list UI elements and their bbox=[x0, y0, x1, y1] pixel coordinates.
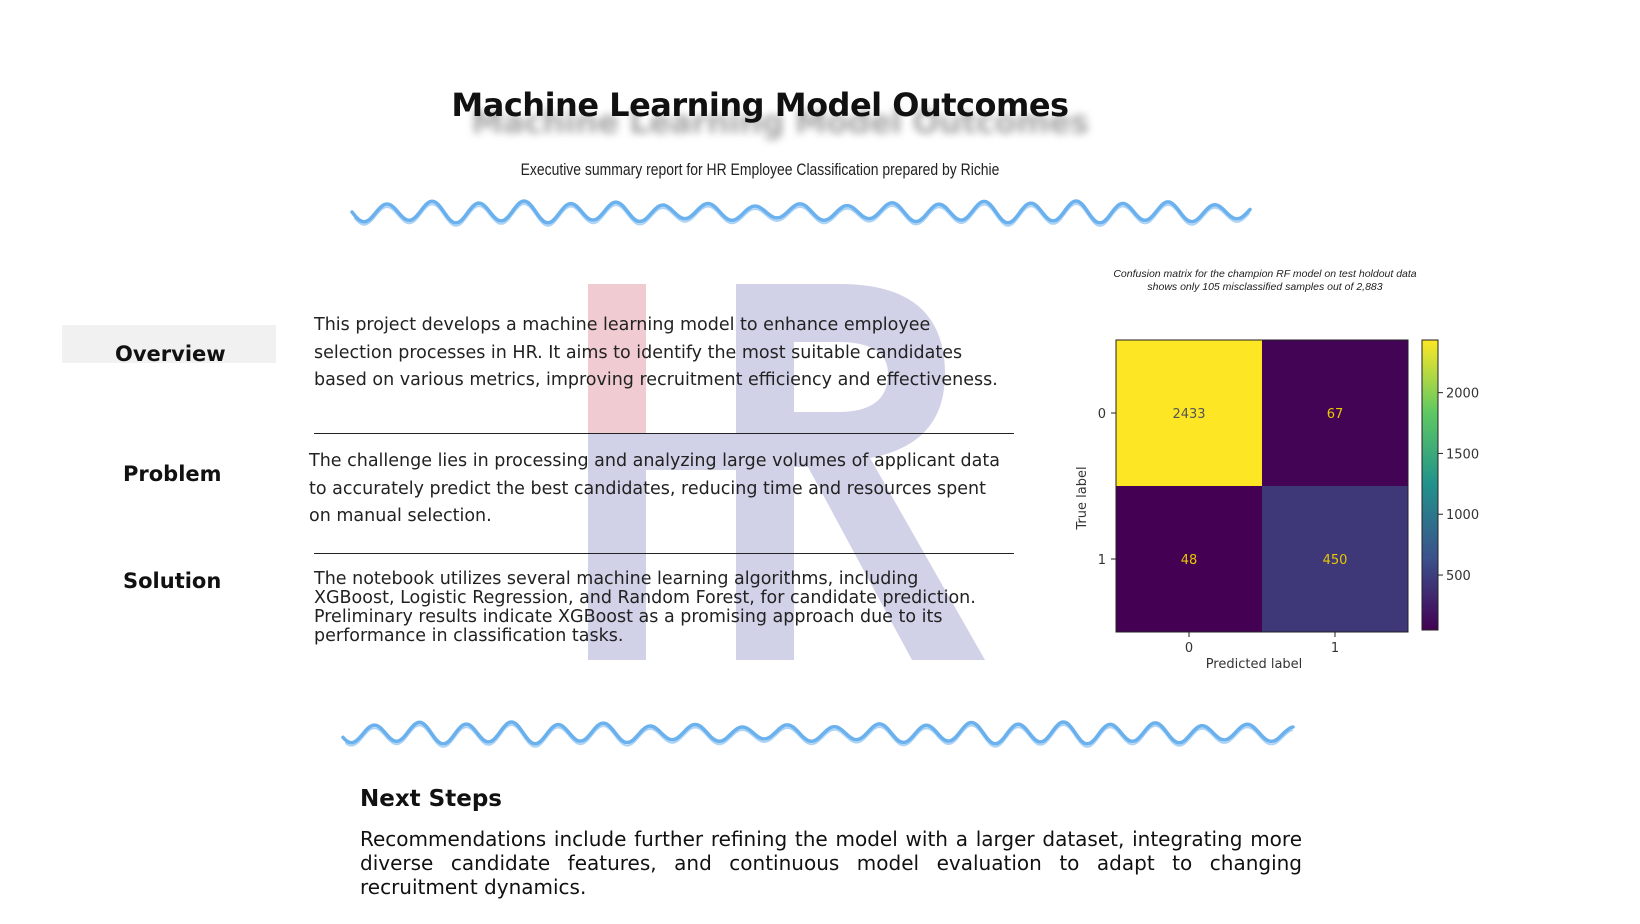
problem-label: Problem bbox=[123, 462, 222, 486]
y-tick-label: 0 bbox=[1098, 407, 1106, 422]
solution-text: The notebook utilizes several machine le… bbox=[314, 569, 976, 646]
matrix-cell-label: 2433 bbox=[1172, 407, 1205, 422]
matrix-frame bbox=[1115, 339, 1409, 633]
watermark-letter-h bbox=[588, 284, 794, 660]
wavy-divider-bottom bbox=[341, 720, 1295, 746]
problem-text: The challenge lies in processing and ana… bbox=[309, 451, 1000, 526]
colorbar-tick-label: 500 bbox=[1446, 569, 1471, 584]
section-divider bbox=[314, 433, 1014, 434]
wavy-divider-top-shadow bbox=[354, 202, 1250, 227]
page-subtitle: Executive summary report for HR Employee… bbox=[520, 160, 1000, 179]
next-steps-text: Recommendations include further refining… bbox=[360, 827, 1302, 899]
confusion-matrix-chart: 2433 67 48 450 0 1 0 1 Predicted label True la… bbox=[1075, 339, 1479, 672]
matrix-cell-label: 67 bbox=[1327, 407, 1344, 422]
x-tick-label: 0 bbox=[1185, 641, 1193, 656]
matrix-cell bbox=[1262, 340, 1408, 486]
chart-caption: Confusion matrix for the champion RF mod… bbox=[1113, 268, 1417, 293]
wavy-divider-top bbox=[350, 199, 1252, 225]
y-tick-label: 1 bbox=[1098, 553, 1106, 568]
x-tick-label: 1 bbox=[1331, 641, 1339, 656]
overview-label-highlight bbox=[62, 325, 276, 363]
colorbar-tick-label: 1500 bbox=[1446, 447, 1479, 462]
x-axis-label: Predicted label bbox=[1206, 657, 1303, 672]
colorbar-tick-label: 1000 bbox=[1446, 508, 1479, 523]
colorbar-tick-label: 2000 bbox=[1446, 387, 1479, 402]
hr-watermark-logo bbox=[588, 284, 985, 660]
solution-label: Solution bbox=[123, 569, 222, 593]
matrix-cell bbox=[1116, 340, 1262, 486]
overview-label: Overview bbox=[115, 342, 226, 366]
matrix-cell bbox=[1116, 486, 1262, 632]
next-steps-title: Next Steps bbox=[360, 786, 502, 812]
page-title: Machine Learning Model Outcomes bbox=[451, 86, 1069, 124]
overview-text: This project develops a machine learning… bbox=[314, 315, 998, 390]
matrix-cell-label: 48 bbox=[1181, 553, 1198, 568]
section-divider bbox=[314, 553, 1014, 554]
wavy-divider-bottom-shadow bbox=[345, 723, 1293, 748]
y-axis-label: True label bbox=[1075, 466, 1090, 530]
page-title-shadow: Machine Learning Model Outcomes bbox=[471, 103, 1089, 141]
matrix-cell bbox=[1262, 486, 1408, 632]
watermark-letter-r bbox=[736, 284, 985, 660]
colorbar bbox=[1421, 339, 1439, 631]
matrix-cell-label: 450 bbox=[1323, 553, 1348, 568]
